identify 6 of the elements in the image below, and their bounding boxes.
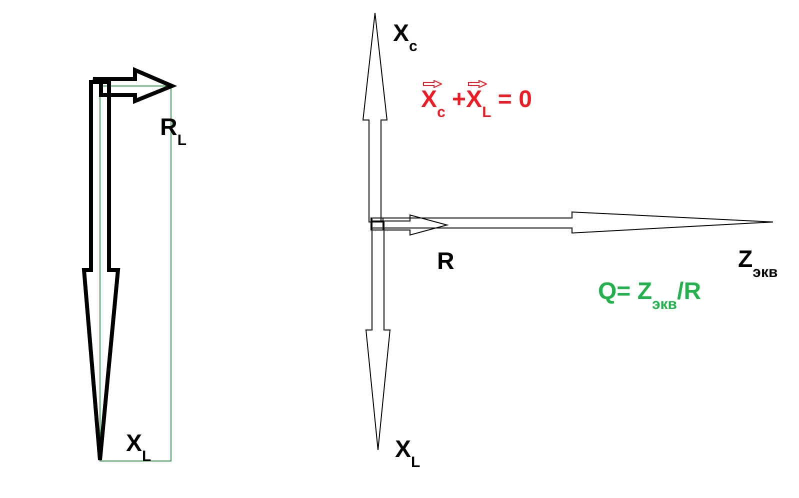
equation-text: X$_{c}$ +X$_{L}$ = 0 — [421, 86, 532, 123]
vector-label: X$_{L}$ — [395, 436, 420, 473]
formula-text: Q= Z$_{экв}$/R — [598, 278, 702, 315]
vector-label: X$_{c}$ — [393, 20, 418, 57]
vector-label: R — [437, 248, 454, 276]
vector-label: Z$_{экв}$ — [738, 246, 778, 283]
